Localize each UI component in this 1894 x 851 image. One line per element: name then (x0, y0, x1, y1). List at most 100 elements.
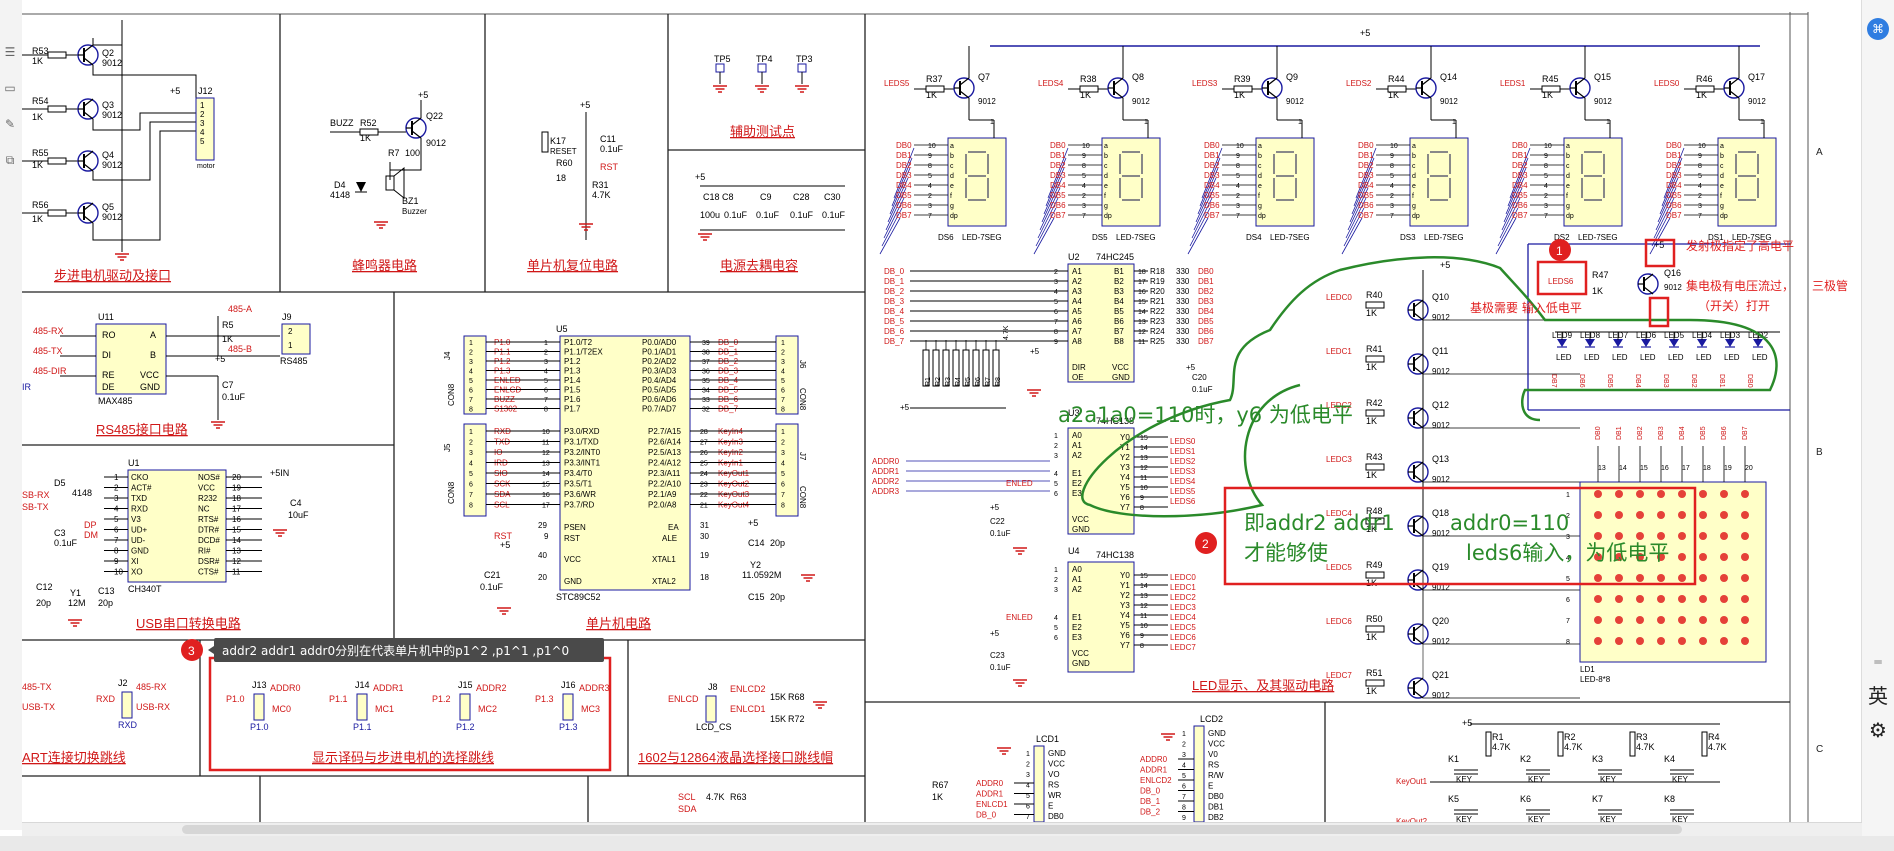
seg-pin-num: 8 (928, 163, 932, 170)
p2-pin: P2.4/A12 (648, 459, 681, 468)
display-label: DS6 (938, 233, 954, 242)
attach-icon[interactable]: ⧉ (5, 153, 15, 167)
lcd-cs: LCD_CS (696, 722, 732, 732)
pin-num: 6 (1054, 635, 1058, 642)
seg-letter: d (1104, 173, 1108, 180)
jumper-addr: ADDR3 (579, 683, 610, 693)
conn-pin: 6 (781, 388, 785, 395)
comment-icon[interactable]: ▭ (4, 81, 16, 95)
gear-icon[interactable]: ⚙ (1869, 718, 1887, 742)
bz1-value: Buzzer (402, 207, 427, 216)
seg-db-net: DB1 (1666, 151, 1682, 160)
lcd1-label: LCD1 (1036, 734, 1059, 744)
badge-2[interactable]: 2 (1195, 532, 1217, 554)
resistor (1557, 731, 1564, 757)
conn-pin: 5 (469, 378, 473, 385)
matrix-led (1720, 511, 1728, 519)
u2-plus5b: +5 (1030, 347, 1040, 356)
horizontal-scrollbar[interactable] (22, 822, 1862, 837)
u3-out: Y1 (1120, 443, 1130, 452)
matrix-led (1741, 637, 1749, 645)
r63-label: R63 (730, 792, 747, 802)
matrix-net: LEDC4 (1326, 509, 1352, 518)
rs485-pin-b: B (150, 350, 156, 360)
rs485-section: U11 MAX485 RO DI RE DE A B VCC GND 485-R… (22, 304, 311, 437)
jumper-label: J14 (355, 680, 370, 690)
badge-1[interactable]: 1 (1549, 239, 1571, 261)
u4-out: Y4 (1120, 611, 1130, 620)
badge-3[interactable]: 3 (181, 639, 203, 661)
conn-pin: 1 (469, 340, 473, 347)
conn-pin: 2 (781, 440, 785, 447)
matrix-led (1699, 553, 1707, 561)
lcd2-pin: DB2 (1208, 813, 1224, 822)
u2-net-r: DB1 (1198, 277, 1214, 286)
pin-num: 36 (702, 369, 710, 376)
usb-pin-label: TXD (131, 494, 147, 503)
led-db-net: DB4 (1634, 374, 1641, 388)
digit-resistor: R38 (1080, 74, 1097, 84)
p3-pin: P3.0/RXD (564, 427, 600, 436)
c13-label: C13 (98, 586, 115, 596)
u2-plus5: +5 (1186, 363, 1196, 372)
digit-q-value: 9012 (978, 97, 996, 106)
addr-net: ADDR3 (872, 487, 900, 496)
translate-icon[interactable]: ⌘ (1864, 18, 1892, 40)
conn-pin: 3 (781, 359, 785, 366)
rs485-pin-a: A (150, 330, 156, 340)
k17-label: K17 (550, 136, 566, 146)
matrix-q: Q12 (1432, 400, 1449, 410)
digit-resistor-value: 1K (1234, 90, 1245, 100)
digit-resistor: R44 (1388, 74, 1405, 84)
list-icon[interactable]: ☰ (4, 45, 16, 59)
u2-pin-b: B5 (1114, 307, 1124, 316)
matrix-row-num: 3 (1566, 534, 1570, 541)
u11-label: U11 (98, 312, 114, 322)
pin-num: 1 (544, 340, 548, 347)
matrix-led (1594, 511, 1602, 519)
matrix-col-num: 19 (1724, 465, 1732, 472)
u2-pin-a: A3 (1072, 287, 1082, 296)
seg-db-net: DB3 (1512, 171, 1528, 180)
led-word: LED (1556, 353, 1572, 362)
usb-left-pins: CKO1ACT#2TXD3RXD4V35UD+6UD-7GND8XI9XO10 (104, 473, 152, 577)
key-type: KEY (1600, 775, 1617, 784)
resistor (1365, 625, 1385, 633)
com-pin: 1 (1760, 119, 1764, 126)
seg-db-net: DB7 (1204, 211, 1220, 220)
seg-pin-num: 2 (1544, 193, 1548, 200)
matrix-led (1678, 595, 1686, 603)
seg-pin-num: 8 (1698, 163, 1702, 170)
seg-letter: dp (1720, 213, 1728, 220)
u2-dir: DIR (1072, 363, 1086, 372)
highlight-icon[interactable]: ✎ (4, 117, 16, 131)
u2-net-l: DB_6 (884, 327, 905, 336)
conn-pin: 6 (781, 482, 785, 489)
digit-net: LEDS3 (1192, 79, 1218, 88)
matrix-led (1615, 490, 1623, 498)
conn-pin: 7 (781, 397, 785, 404)
c3-label: C3 (54, 528, 66, 538)
jumper-header (253, 693, 265, 721)
border-row-C: C (1816, 744, 1823, 755)
lcd1-pin: RS (1048, 781, 1059, 790)
r55-value: 1K (32, 160, 43, 170)
c7-label: C7 (222, 380, 234, 390)
matrix-led (1678, 574, 1686, 582)
p0-pin: P0.4/AD4 (642, 376, 677, 385)
scrollbar-thumb[interactable] (182, 825, 1682, 834)
keyout-net: KeyOut1 (1396, 777, 1428, 786)
net-485-b: 485-B (228, 344, 252, 354)
rs485-title: RS485接口电路 (96, 422, 188, 437)
display-type: LED-7SEG (962, 233, 1002, 242)
matrix-col-num: 18 (1703, 465, 1711, 472)
u2-resistor-value: 330 (1176, 297, 1190, 306)
matrix-resistor-value: 1K (1366, 686, 1377, 696)
led-word: LED (1640, 353, 1656, 362)
conn-pin: 5 (469, 471, 473, 478)
matrix-led (1741, 490, 1749, 498)
digit-resistor-value: 1K (1388, 90, 1399, 100)
ime-button[interactable]: 英 (1868, 684, 1888, 708)
conn-pin: 7 (469, 492, 473, 499)
key-pullup-value: 4.7K (1636, 742, 1655, 752)
